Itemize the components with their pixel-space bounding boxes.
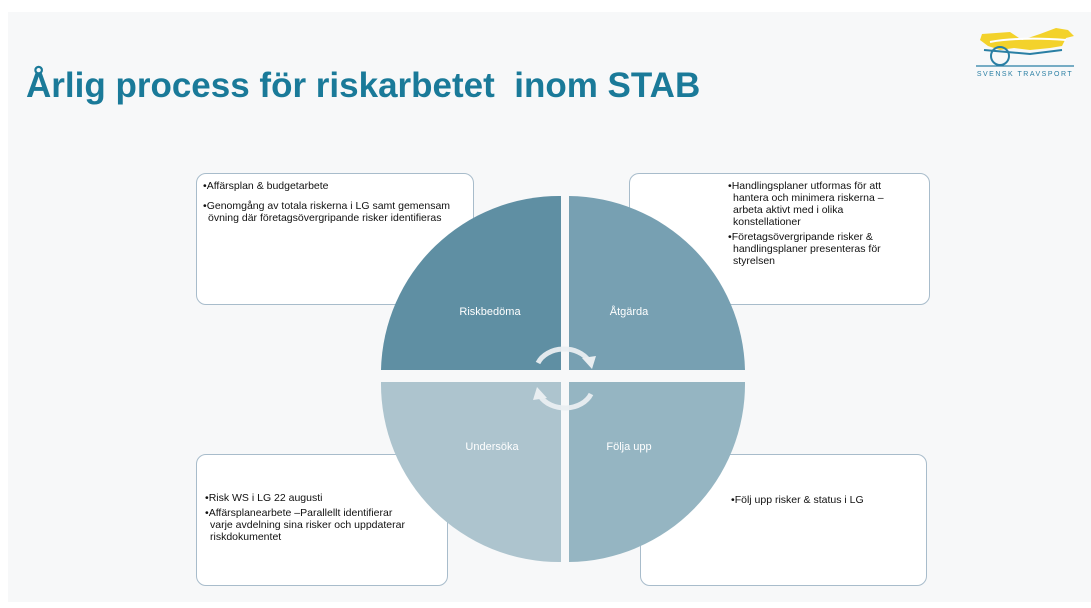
quadrant-label-atgarda: Åtgärda (610, 305, 649, 318)
circular-arrows-icon (535, 346, 594, 411)
svensk-travsport-logo: SVENSK TRAVSPORT (970, 20, 1080, 80)
bullet-item: Företagsövergripande risker & handlingsp… (728, 231, 889, 267)
info-box-top-left: Affärsplan & budgetarbete Genomgång av t… (196, 173, 474, 305)
quadrant-label-riskbedoma: Riskbedöma (459, 306, 521, 318)
quadrant-label-undersoka: Undersöka (465, 441, 519, 453)
horse-sulky-logo-icon (976, 28, 1074, 67)
bullet-item: Följ upp risker & status i LG (731, 494, 906, 506)
bullet-item: Affärsplanearbete –Parallellt identifier… (205, 507, 407, 543)
bullet-item: Affärsplan & budgetarbete (203, 180, 461, 192)
quadrant-undersoka (380, 382, 561, 563)
quadrant-atgarda (569, 196, 745, 370)
cycle-diagram: Riskbedöma Åtgärda Undersöka Följa upp (380, 195, 746, 563)
arrow-heads (533, 356, 596, 400)
quadrant-folja-upp (569, 382, 746, 562)
page-title: Årlig process för riskarbetet inom STAB (26, 66, 701, 105)
info-box-bottom-left: Risk WS i LG 22 augusti Affärsplanearbet… (196, 454, 448, 586)
quadrant-label-folja-upp: Följa upp (606, 441, 651, 453)
quadrant-riskbedoma (381, 195, 561, 370)
bullet-item: Handlingsplaner utformas för att hantera… (728, 180, 889, 228)
logo-text: SVENSK TRAVSPORT (976, 71, 1074, 78)
bullet-item: Risk WS i LG 22 augusti (205, 492, 407, 504)
bullet-item: Genomgång av totala riskerna i LG samt g… (203, 200, 461, 224)
